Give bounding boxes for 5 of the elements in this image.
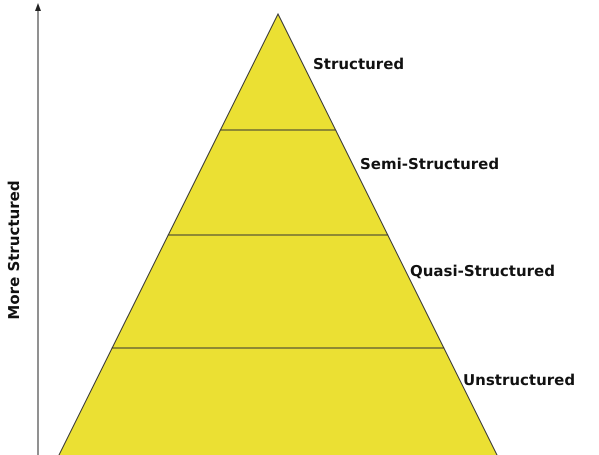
layer-label: Structured: [313, 55, 404, 73]
axis-label: More Structured: [5, 180, 23, 320]
layer-label: Unstructured: [463, 371, 576, 389]
layer-label: Quasi-Structured: [410, 262, 555, 280]
layer-label: Semi-Structured: [360, 155, 500, 173]
